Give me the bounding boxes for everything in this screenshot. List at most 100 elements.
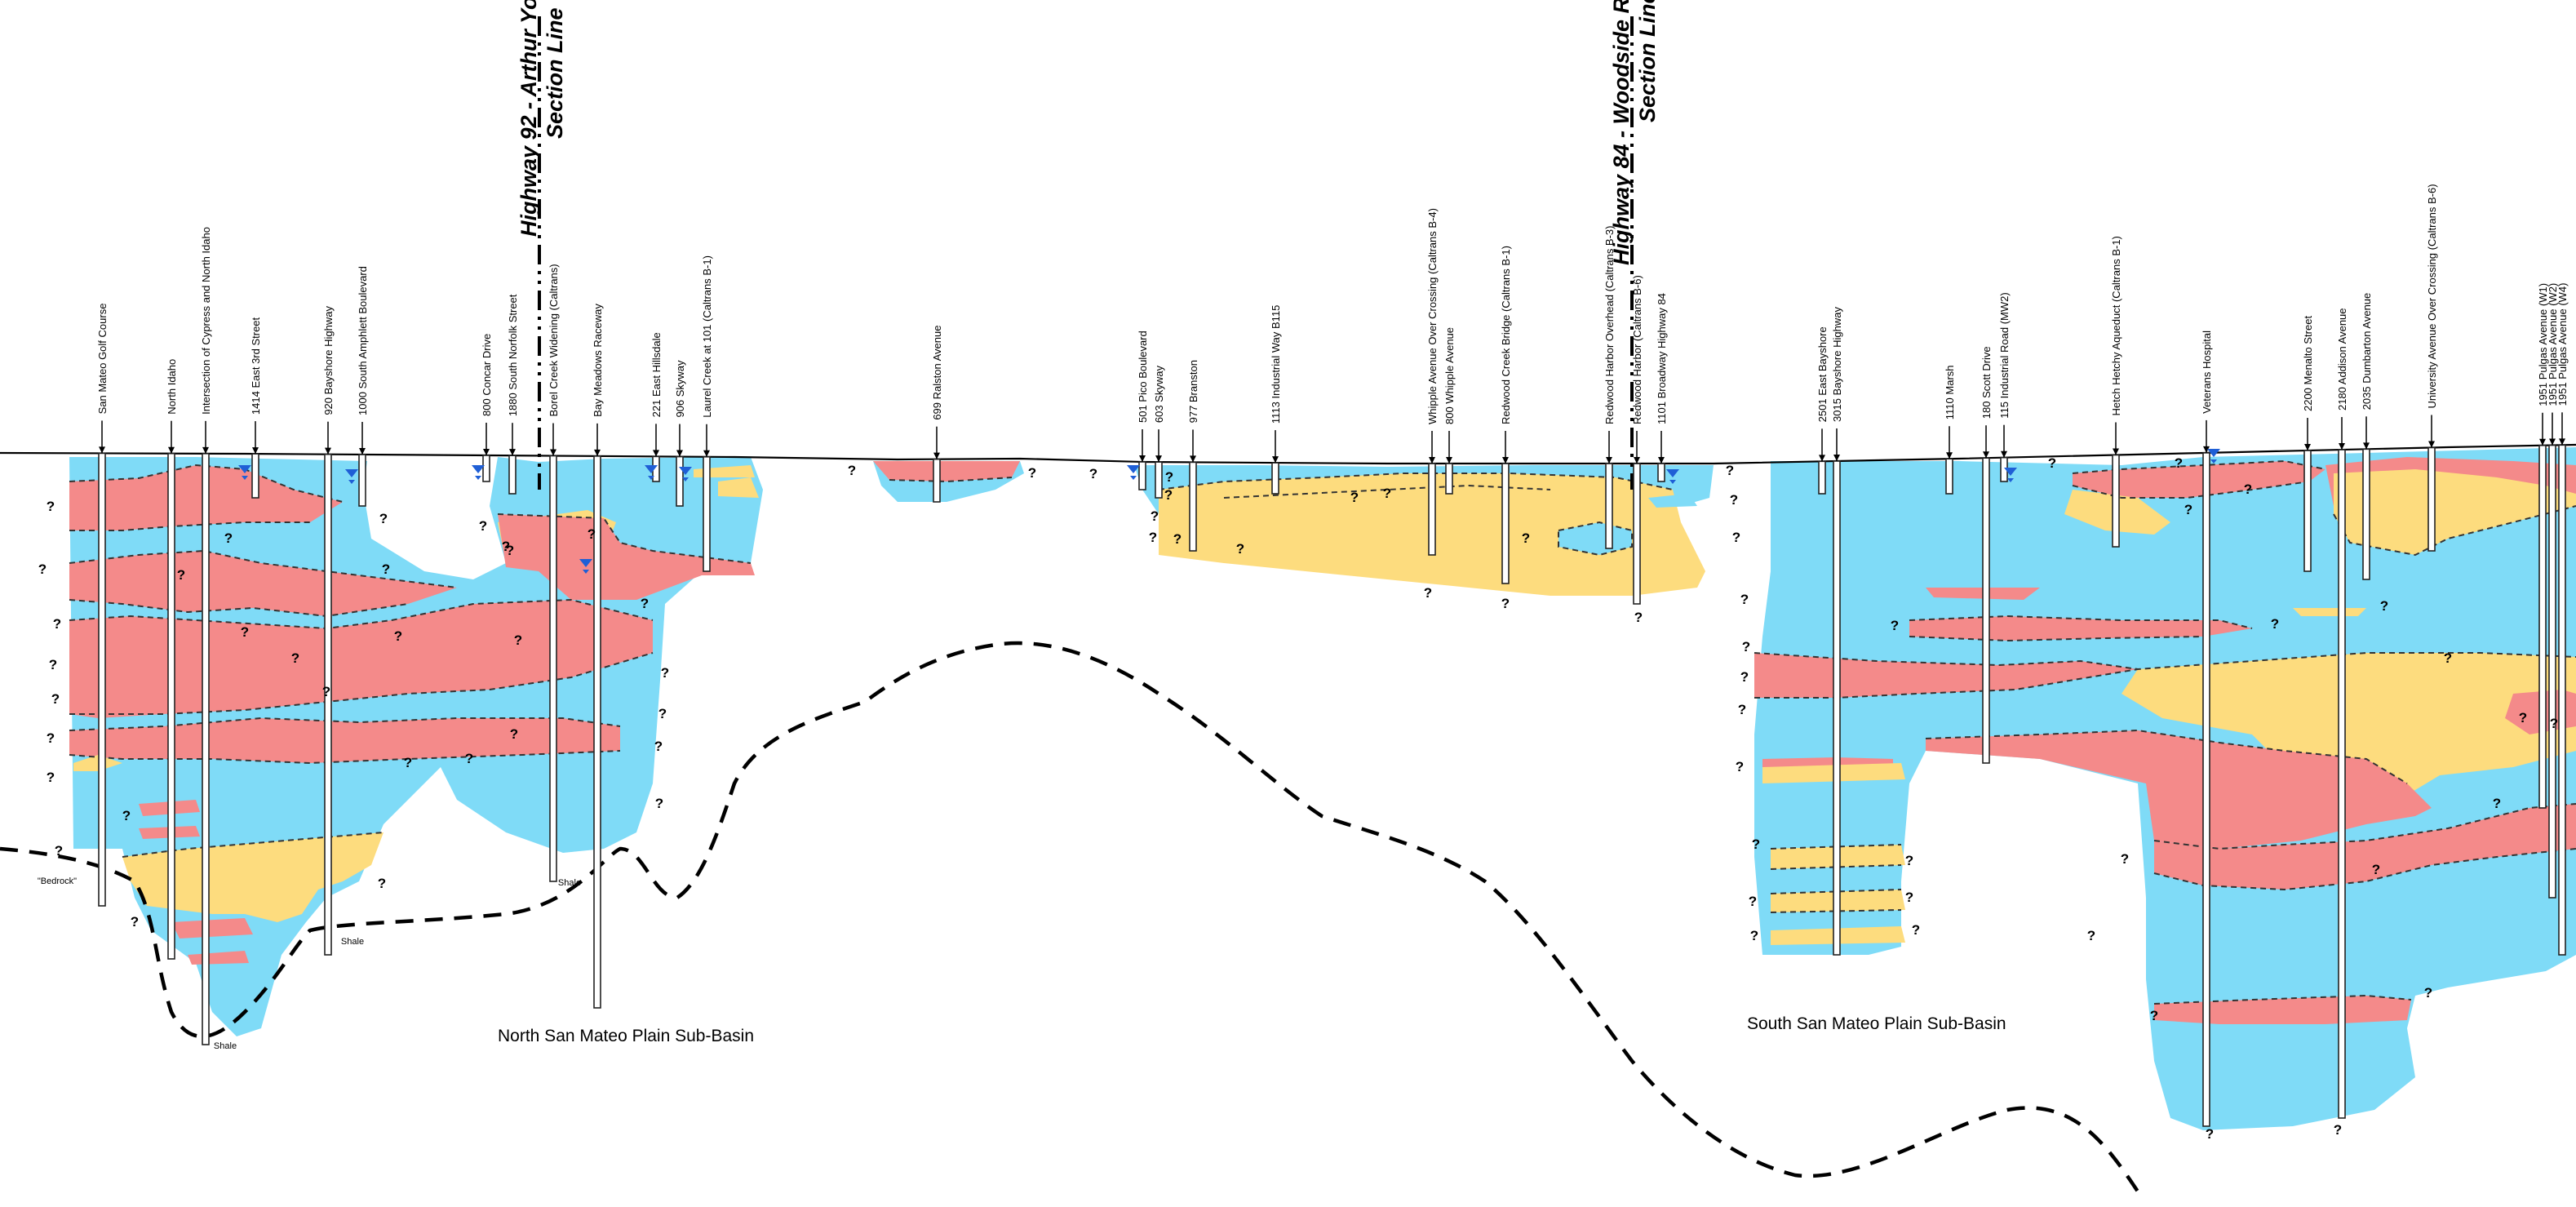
question-mark: ? <box>2334 1122 2342 1138</box>
well-label: 2180 Addison Avenue <box>2336 308 2348 410</box>
question-mark: ? <box>1738 702 1746 717</box>
well-arrow-icon <box>1606 457 1612 464</box>
well-label: 2200 Menalto Street <box>2302 316 2314 411</box>
well-arrow-icon <box>202 446 209 454</box>
question-mark: ? <box>2150 1008 2158 1023</box>
well-arrow-icon <box>1155 455 1162 463</box>
question-mark: ? <box>47 730 55 746</box>
question-mark: ? <box>47 770 55 785</box>
well-label: San Mateo Golf Course <box>96 304 109 415</box>
ralston-block <box>873 461 1024 502</box>
question-mark: ? <box>131 914 139 930</box>
question-mark: ? <box>1732 530 1740 545</box>
question-mark: ? <box>1905 890 1913 905</box>
well-arrow-icon <box>1819 455 1825 462</box>
question-mark: ? <box>2184 502 2192 517</box>
well-arrow-icon <box>2304 444 2311 451</box>
well-19: 800 Whipple Avenue <box>1443 327 1456 495</box>
question-mark: ? <box>1742 639 1750 655</box>
question-mark: ? <box>1165 469 1173 485</box>
well-22: Redwood Harbor (Caltrans B-6) <box>1631 275 1643 605</box>
south-basin-label: South San Mateo Plain Sub-Basin <box>1747 1014 2006 1033</box>
well-bore <box>1818 460 1826 495</box>
question-mark: ? <box>2493 796 2501 811</box>
well-14: 501 Pico Boulevard <box>1137 331 1149 490</box>
question-mark: ? <box>1028 465 1036 481</box>
well-bore <box>1982 457 1990 764</box>
well-bore <box>2427 446 2436 552</box>
shale-label: Shale <box>558 878 581 888</box>
well-4: 920 Bayshore Highway <box>322 305 335 956</box>
well-label: Borel Creek Widening (Caltrans) <box>548 264 560 416</box>
water-table-icon <box>472 465 485 480</box>
water-table-icon <box>679 467 692 481</box>
well-9: Bay Meadows Raceway <box>592 304 604 1009</box>
question-mark: ? <box>465 751 473 766</box>
well-arrow-icon <box>2549 438 2556 446</box>
well-7: 1880 South Norfolk Street <box>507 294 519 495</box>
well-arrow-icon <box>1446 457 1452 464</box>
well-arrow-icon <box>1658 457 1665 464</box>
well-bore <box>1657 463 1665 482</box>
question-mark: ? <box>2048 455 2056 471</box>
question-mark: ? <box>1740 592 1749 607</box>
question-mark: ? <box>1891 618 1899 633</box>
well-arrow-icon <box>2203 446 2210 453</box>
question-mark: ? <box>1736 759 1744 774</box>
question-mark: ? <box>1634 610 1643 625</box>
well-arrow-icon <box>1833 454 1840 461</box>
well-36: 1951 Pulgas Avenue (W2) <box>2547 283 2559 899</box>
well-6: 800 Concar Drive <box>481 334 493 482</box>
well-bore <box>482 455 490 482</box>
question-mark: ? <box>394 628 402 644</box>
well-label: Redwood Harbor Overhead (Caltrans B-3) <box>1603 226 1616 425</box>
question-mark: ? <box>2271 616 2279 632</box>
well-5: 1000 South Amphlett Boulevard <box>357 266 369 507</box>
water-table-icon <box>2207 449 2220 464</box>
well-arrow-icon <box>99 446 105 454</box>
question-mark: ? <box>1730 492 1738 508</box>
question-mark: ? <box>177 567 185 583</box>
well-label: 1880 South Norfolk Street <box>507 294 519 416</box>
well-label: Redwood Harbor (Caltrans B-6) <box>1631 275 1643 424</box>
well-29: Hetch Hetchy Aqueduct (Caltrans B-1) <box>2110 236 2122 548</box>
well-arrow-icon <box>2339 443 2345 450</box>
question-mark: ? <box>1750 928 1758 943</box>
question-mark: ? <box>2424 985 2432 1001</box>
well-label: Intersection of Cypress and North Idaho <box>200 227 212 415</box>
question-mark: ? <box>1740 669 1749 685</box>
well-21: Redwood Harbor Overhead (Caltrans B-3) <box>1603 226 1616 549</box>
north-block <box>69 457 763 1036</box>
question-mark: ? <box>1912 922 1920 938</box>
question-mark: ? <box>1236 541 1244 557</box>
well-32: 2180 Addison Avenue <box>2336 308 2348 1119</box>
question-mark: ? <box>1089 466 1097 481</box>
well-8: Borel Creek Widening (Caltrans) <box>548 264 560 882</box>
well-label: 1000 South Amphlett Boulevard <box>357 266 369 415</box>
well-17: 1113 Industrial Way B115 <box>1270 305 1282 495</box>
question-mark: ? <box>322 684 330 699</box>
well-label: North Idaho <box>166 359 178 415</box>
well-label: 180 Scott Drive <box>1980 346 1993 419</box>
well-label: Veterans Hospital <box>2201 331 2213 414</box>
well-bore <box>98 452 106 907</box>
question-mark: ? <box>2175 455 2183 471</box>
well-arrow-icon <box>594 449 601 456</box>
well-label: 2501 East Bayshore <box>1816 326 1829 422</box>
question-mark: ? <box>122 808 131 823</box>
well-bore <box>2538 444 2547 809</box>
question-mark: ? <box>2087 928 2095 943</box>
question-mark: ? <box>241 624 249 640</box>
well-arrow-icon <box>2539 438 2546 446</box>
water-table-icon <box>2004 468 2017 482</box>
well-24: 2501 East Bayshore <box>1816 326 1829 495</box>
well-bore <box>2558 444 2566 956</box>
well-arrow-icon <box>1139 455 1146 462</box>
question-mark: ? <box>2372 862 2380 877</box>
well-31: 2200 Menalto Street <box>2302 316 2314 572</box>
question-mark: ? <box>224 530 233 546</box>
well-bore <box>1428 463 1436 556</box>
well-bore <box>2202 452 2210 1127</box>
well-label: 2035 Dumbarton Avenue <box>2361 293 2373 410</box>
